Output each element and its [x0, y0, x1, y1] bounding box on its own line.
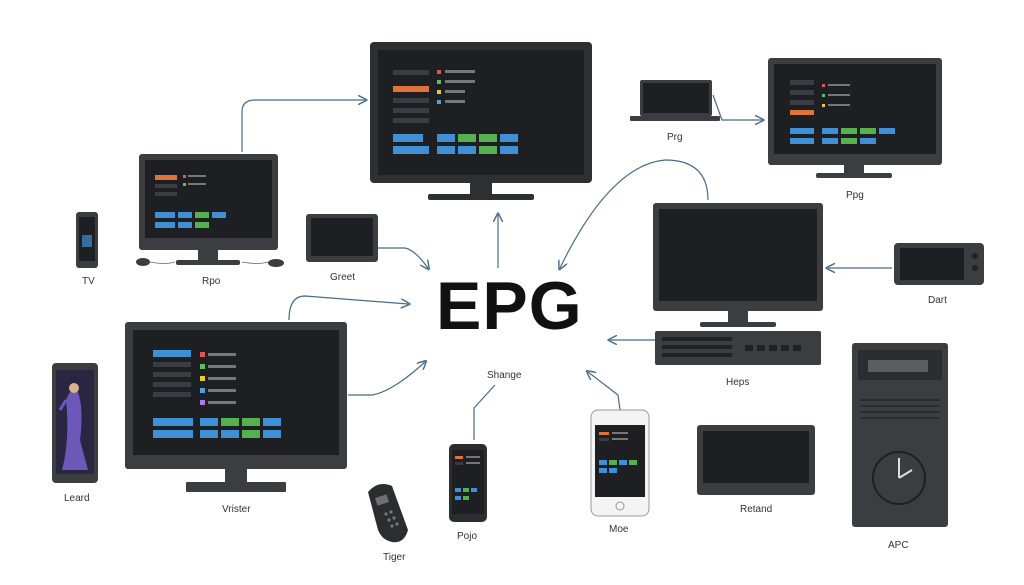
label-heps: Heps [726, 377, 750, 388]
label-tiger: Tiger [383, 552, 406, 563]
tv-phone [76, 212, 98, 268]
pojo-phone [449, 444, 487, 522]
label-rpo: Rpo [202, 276, 221, 287]
arrow-vrister-to-center-low [348, 362, 425, 396]
arrow-pc-to-center [560, 159, 709, 268]
tiger-remote [368, 484, 408, 543]
arrow-prg-to-ppg [712, 94, 762, 120]
heps-unit [655, 331, 821, 365]
label-dart: Dart [928, 295, 947, 306]
label-tv: TV [82, 276, 95, 287]
arrow-greet-to-center [378, 247, 428, 268]
label-leard: Leard [64, 493, 90, 504]
label-ppg: Ppg [846, 190, 864, 201]
label-apc: APC [888, 540, 909, 551]
prg-laptop [630, 80, 720, 121]
label-vrister: Vrister [222, 504, 251, 515]
label-prg: Prg [667, 132, 683, 143]
center-subtitle: Shange [487, 370, 522, 381]
arrow-rpo-to-main [241, 100, 365, 152]
arrow-moe-to-center [588, 372, 621, 411]
label-moe: Moe [609, 524, 629, 535]
label-greet: Greet [330, 272, 356, 283]
vrister-monitor [125, 322, 347, 492]
retand-device [697, 425, 815, 495]
center-title: EPG [436, 268, 583, 344]
moe-phone [590, 409, 650, 517]
ppg-monitor [768, 58, 942, 178]
leard-phone [52, 363, 98, 483]
rpo-monitor [136, 154, 284, 267]
dart-device [894, 243, 984, 285]
arrow-vrister-to-center [288, 295, 408, 321]
arrow-pojo-to-center [473, 384, 496, 440]
label-retand: Retand [740, 504, 773, 515]
pc-monitor [653, 203, 823, 327]
greet-tablet [306, 214, 378, 262]
apc-tower [852, 343, 948, 527]
label-pojo: Pojo [457, 531, 478, 542]
main-monitor [370, 42, 592, 200]
